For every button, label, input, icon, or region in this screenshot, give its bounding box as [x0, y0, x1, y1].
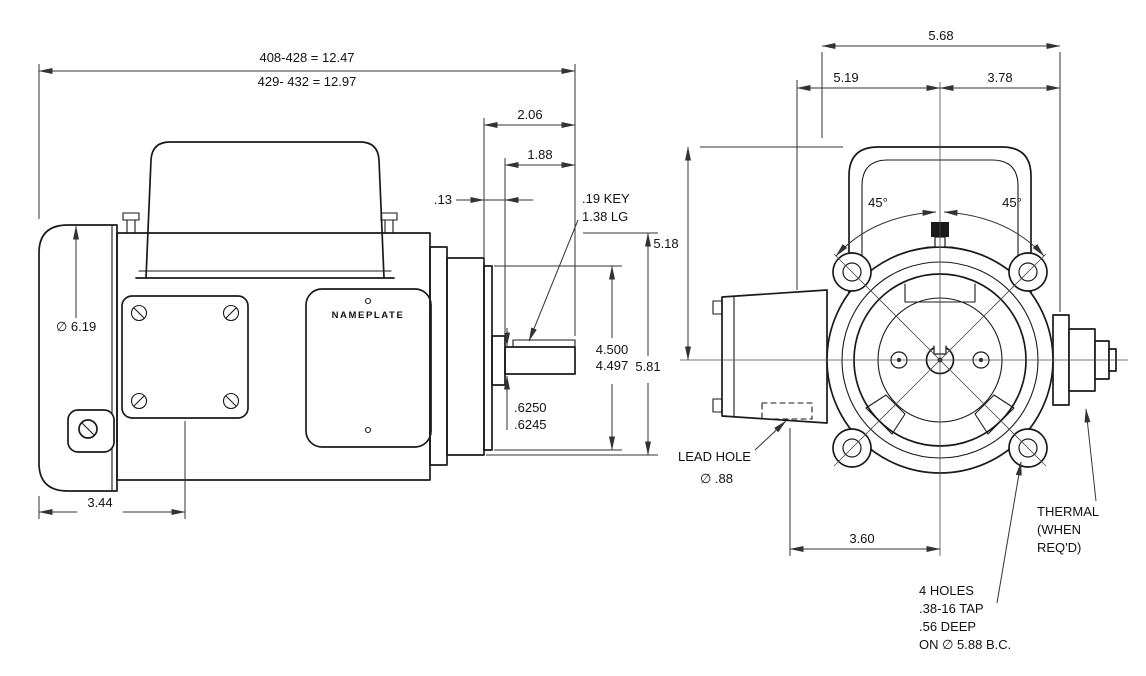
- lead-hole-hidden: [761, 402, 813, 420]
- dim-angle-left: 45°: [835, 195, 937, 257]
- dim-shaft-diameter-text-2: .6245: [514, 417, 547, 432]
- centerlines: [680, 82, 1128, 556]
- nameplate-label: NAMEPLATE: [332, 310, 405, 321]
- end-bell-outline: [38, 224, 118, 492]
- dim-angle-left-text: 45°: [868, 195, 888, 210]
- dim-shaft-extension: 2.06: [483, 107, 576, 262]
- nameplate-rivet: [364, 426, 372, 434]
- tap-holes-text-4: ON ∅ 5.88 B.C.: [919, 637, 1011, 652]
- lead-hole-text-2: ∅ .88: [700, 471, 733, 486]
- diagonal-centerline: [833, 253, 1047, 467]
- dim-rabbet-text-1: 4.500: [596, 342, 629, 357]
- dim-shaft-diameter-text-1: .6250: [514, 400, 547, 415]
- dim-right-of-center-text: 3.78: [987, 70, 1012, 85]
- tap-holes-leader: [996, 461, 1022, 604]
- lead-hole-leader: [754, 420, 787, 451]
- dim-shaft-diameter: .6250 .6245: [504, 328, 547, 432]
- key-leader-line: [528, 219, 579, 342]
- junction-box-outline: [145, 141, 385, 279]
- dim-shaft-usable: 1.88: [504, 147, 576, 332]
- dim-shaft-usable-text: 1.88: [527, 147, 552, 162]
- shaft-key: [512, 339, 576, 348]
- nameplate-plate: [305, 288, 432, 448]
- dim-overall-length-text-1: 408-428 = 12.47: [259, 50, 354, 65]
- dim-overall-width-text: 5.68: [928, 28, 953, 43]
- tap-holes-text-3: .56 DEEP: [919, 619, 976, 634]
- dim-angle-right: 45°: [943, 195, 1045, 257]
- thermal-text-2: (WHEN: [1037, 522, 1081, 537]
- tap-holes-text-1: 4 HOLES: [919, 583, 974, 598]
- thermal-text-1: THERMAL: [1037, 504, 1099, 519]
- dim-angle-right-text: 45°: [1002, 195, 1022, 210]
- vent-wedge-right: [974, 394, 1015, 435]
- dim-rabbet-text-2: 4.497: [596, 358, 629, 373]
- junction-box-side: [135, 141, 395, 279]
- dim-height-to-center-text: 5.18: [653, 236, 678, 251]
- mounting-pad: [121, 295, 249, 419]
- dim-overall-length-text-2: 429- 432 = 12.97: [258, 74, 357, 89]
- thermal-leader: [1084, 408, 1097, 502]
- dim-bell-height-text: 5.81: [635, 359, 660, 374]
- dim-foot-offset-text: 3.44: [87, 495, 112, 510]
- motor-side-outline: [38, 224, 576, 492]
- cover-screw-left: [122, 212, 140, 234]
- key-callout: .19 KEY 1.38 LG: [528, 191, 630, 342]
- dim-foot-offset: 3.44: [38, 421, 186, 519]
- pad-screw: [222, 304, 240, 322]
- cover-screw-right: [380, 212, 398, 234]
- pad-screw: [130, 304, 148, 322]
- end-view: 5.68 5.19 3.78 45° 45° 5.18 LEAD HOLE ∅ …: [653, 28, 1128, 652]
- mounting-pad-plate: [121, 295, 249, 419]
- conduit-box-end: [712, 289, 828, 424]
- face-rabbet: [483, 265, 493, 451]
- dim-boss-width-text: .13: [434, 192, 452, 207]
- box-tab: [712, 398, 723, 413]
- pad-screw: [222, 392, 240, 410]
- conduit-box-outline: [721, 289, 828, 424]
- shaft-boss: [491, 335, 506, 386]
- dim-overall-width: 5.68: [821, 28, 1061, 312]
- dim-height-to-center: 5.18: [653, 146, 843, 361]
- shaft: [504, 346, 576, 375]
- dim-body-diameter: ∅ 6.19: [56, 225, 96, 334]
- dim-box-to-center-text: 3.60: [849, 531, 874, 546]
- dim-left-of-center-text: 5.19: [833, 70, 858, 85]
- rear-ring-section: [429, 246, 448, 466]
- dim-bell-height: 5.81: [486, 232, 661, 456]
- nameplate: NAMEPLATE: [305, 288, 432, 448]
- box-tab: [712, 300, 723, 315]
- key-callout-text-2: 1.38 LG: [582, 209, 628, 224]
- dim-split-width: 5.19 3.78: [796, 70, 1061, 290]
- dim-overall-length: 408-428 = 12.47 429- 432 = 12.97: [38, 50, 576, 336]
- side-view: NAMEPLATE 408-428 = 12.47 429- 432 = 12.…: [38, 50, 661, 519]
- pad-screw: [130, 392, 148, 410]
- dim-body-diameter-text: ∅ 6.19: [56, 319, 96, 334]
- tap-holes-text-2: .38-16 TAP: [919, 601, 984, 616]
- c-face-bell: [446, 257, 485, 456]
- ground-lug: [67, 409, 115, 453]
- lead-hole-callout: LEAD HOLE ∅ .88: [678, 420, 787, 486]
- key-callout-text-1: .19 KEY: [582, 191, 630, 206]
- thermal-callout: THERMAL (WHEN REQ'D): [1037, 408, 1099, 555]
- dim-boss-width: .13: [434, 192, 533, 207]
- dim-box-to-center: 3.60: [789, 428, 941, 556]
- tap-holes-callout: 4 HOLES .38-16 TAP .56 DEEP ON ∅ 5.88 B.…: [919, 461, 1022, 652]
- nameplate-rivet: [364, 297, 372, 305]
- dim-rabbet: 4.500 4.497: [494, 265, 629, 451]
- thermal-text-3: REQ'D): [1037, 540, 1081, 555]
- lead-hole-text-1: LEAD HOLE: [678, 449, 751, 464]
- dim-shaft-extension-text: 2.06: [517, 107, 542, 122]
- vent-wedge-left: [865, 394, 906, 435]
